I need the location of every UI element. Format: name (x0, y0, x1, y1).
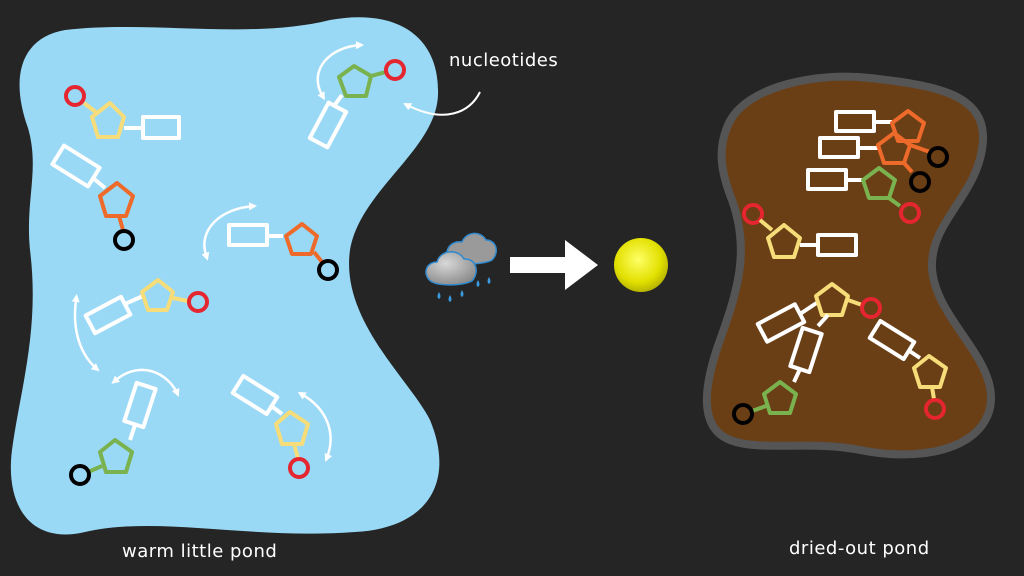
nucleotide-yellow-dry-1 (742, 203, 858, 259)
warm-pond-label: warm little pond (122, 541, 278, 562)
dried-pond-shape (702, 72, 996, 459)
nucleotide-orange-1 (50, 143, 135, 251)
nucleotides-label: nucleotides (449, 50, 559, 71)
rain-cloud-icon (425, 232, 497, 302)
curved-double-arrow-icon (297, 391, 333, 462)
dried-pond-label: dried-out pond (789, 538, 930, 559)
curved-double-arrow-icon (71, 294, 100, 372)
curved-double-arrow-icon (111, 368, 180, 397)
right-arrow-icon (510, 240, 598, 290)
curved-double-arrow-icon (201, 202, 257, 261)
chain-bottom (732, 282, 882, 425)
nucleotide-yellow-dry-2 (867, 318, 948, 420)
chain-top-left (806, 109, 949, 224)
sun-icon (614, 238, 668, 292)
warm-pond-shape (10, 17, 440, 535)
curved-double-arrow-icon (316, 41, 364, 101)
label-pointer-arrow-icon (403, 91, 481, 116)
nucleotide-yellow-1 (64, 85, 181, 140)
